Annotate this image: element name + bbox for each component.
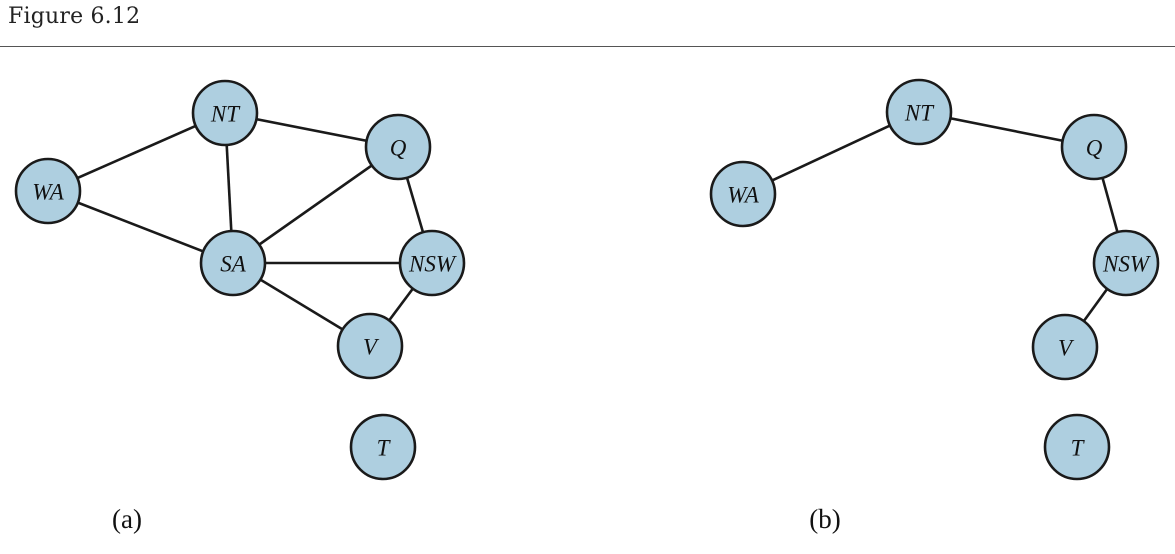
node-circle: [14, 157, 82, 225]
node-circle: [364, 113, 432, 181]
panel-a: NT Q WA SA NSW V T (a): [14, 79, 466, 534]
node-label: Q: [390, 136, 407, 161]
node-circle: [398, 229, 466, 297]
node-label: T: [1071, 436, 1086, 461]
node-circle: [1031, 313, 1099, 381]
node-v: V: [1031, 313, 1099, 381]
edge-sa-q: [232, 145, 399, 265]
node-circle: [336, 312, 404, 380]
node-circle: [1092, 229, 1160, 297]
node-t: T: [1043, 413, 1111, 481]
node-circle: [349, 413, 417, 481]
node-sa: SA: [199, 229, 267, 297]
panel-b: NT Q WA NSW V T (b): [709, 78, 1160, 534]
node-label: V: [1058, 336, 1075, 361]
node-label: NSW: [1102, 252, 1151, 277]
node-label: T: [377, 436, 392, 461]
node-wa: WA: [14, 157, 82, 225]
node-circle: [1060, 113, 1128, 181]
panel-label-a: (a): [112, 504, 142, 534]
node-v: V: [336, 312, 404, 380]
node-q: Q: [364, 113, 432, 181]
node-circle: [1043, 413, 1111, 481]
node-label: SA: [220, 252, 247, 277]
figure-title: Figure 6.12: [8, 4, 141, 29]
node-nsw: NSW: [398, 229, 466, 297]
node-label: NT: [904, 101, 935, 126]
panel-label-b: (b): [809, 504, 840, 534]
node-wa: WA: [709, 160, 777, 228]
title-divider: [0, 46, 1175, 47]
node-label: NSW: [408, 252, 457, 277]
node-label: NT: [210, 102, 241, 127]
node-nsw: NSW: [1092, 229, 1160, 297]
node-q: Q: [1060, 113, 1128, 181]
node-label: Q: [1086, 136, 1103, 161]
node-circle: [709, 160, 777, 228]
node-t: T: [349, 413, 417, 481]
node-nt: NT: [885, 78, 953, 146]
node-circle: [191, 79, 259, 147]
node-label: V: [363, 335, 380, 360]
node-label: WA: [32, 180, 65, 205]
node-nt: NT: [191, 79, 259, 147]
node-label: WA: [727, 183, 760, 208]
node-circle: [199, 229, 267, 297]
node-circle: [885, 78, 953, 146]
